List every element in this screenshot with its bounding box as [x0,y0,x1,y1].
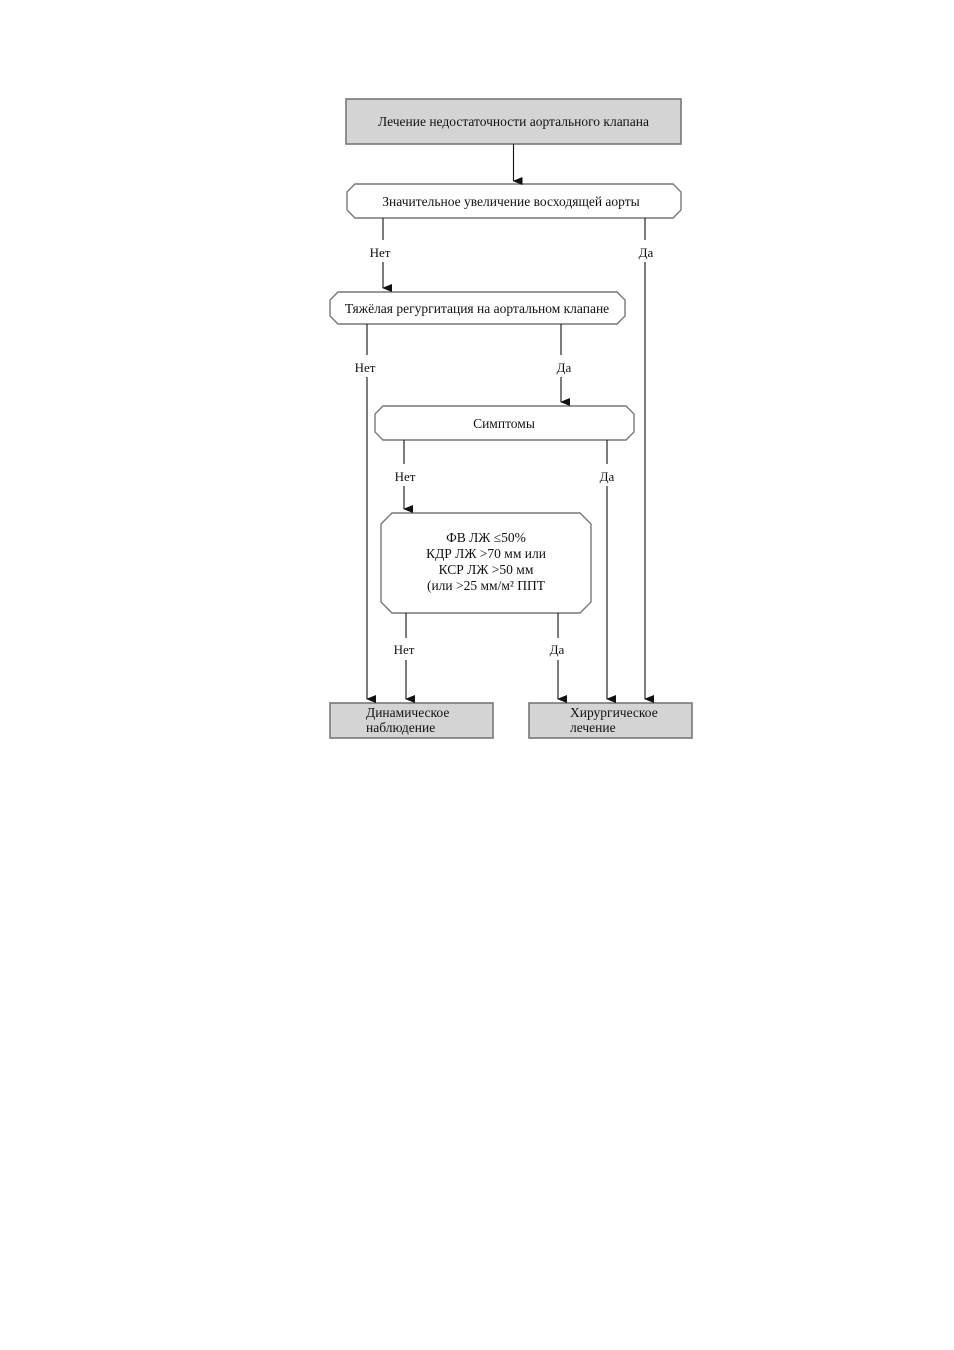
label-regurg-no: Нет [355,360,376,375]
observation-line-1: Динамическое [366,705,449,720]
symptoms-decision-text: Симптомы [473,416,535,431]
lv-criteria-line-1: ФВ ЛЖ ≤50% [446,530,526,545]
lv-criteria-line-2: КДР ЛЖ >70 мм или [426,546,546,561]
label-symptoms-no: Нет [395,469,416,484]
title-node-text: Лечение недостаточности аортального клап… [378,114,649,129]
surgery-node: Хирургическое лечение [528,702,693,739]
label-symptoms-yes: Да [600,469,615,484]
lv-criteria-line-4: (или >25 мм/м² ППТ [427,578,546,593]
observation-line-2: наблюдение [366,720,435,735]
observation-node: Динамическое наблюдение [329,702,494,739]
aorta-decision-node: Значительное увеличение восходящей аорты [346,183,682,219]
aorta-decision-text: Значительное увеличение восходящей аорты [382,194,639,209]
regurgitation-decision-node: Тяжёлая регургитация на аортальном клапа… [329,291,626,325]
surgery-line-1: Хирургическое [570,705,658,720]
symptoms-decision-node: Симптомы [374,405,635,441]
label-criteria-yes: Да [550,642,565,657]
label-aorta-no: Нет [370,245,391,260]
label-aorta-yes: Да [639,245,654,260]
label-criteria-no: Нет [394,642,415,657]
lv-criteria-decision-node: ФВ ЛЖ ≤50% КДР ЛЖ >70 мм или КСР ЛЖ >50 … [380,512,592,614]
title-node: Лечение недостаточности аортального клап… [345,98,682,145]
regurgitation-decision-text: Тяжёлая регургитация на аортальном клапа… [345,301,609,316]
lv-criteria-line-3: КСР ЛЖ >50 мм [439,562,534,577]
surgery-line-2: лечение [570,720,616,735]
label-regurg-yes: Да [557,360,572,375]
